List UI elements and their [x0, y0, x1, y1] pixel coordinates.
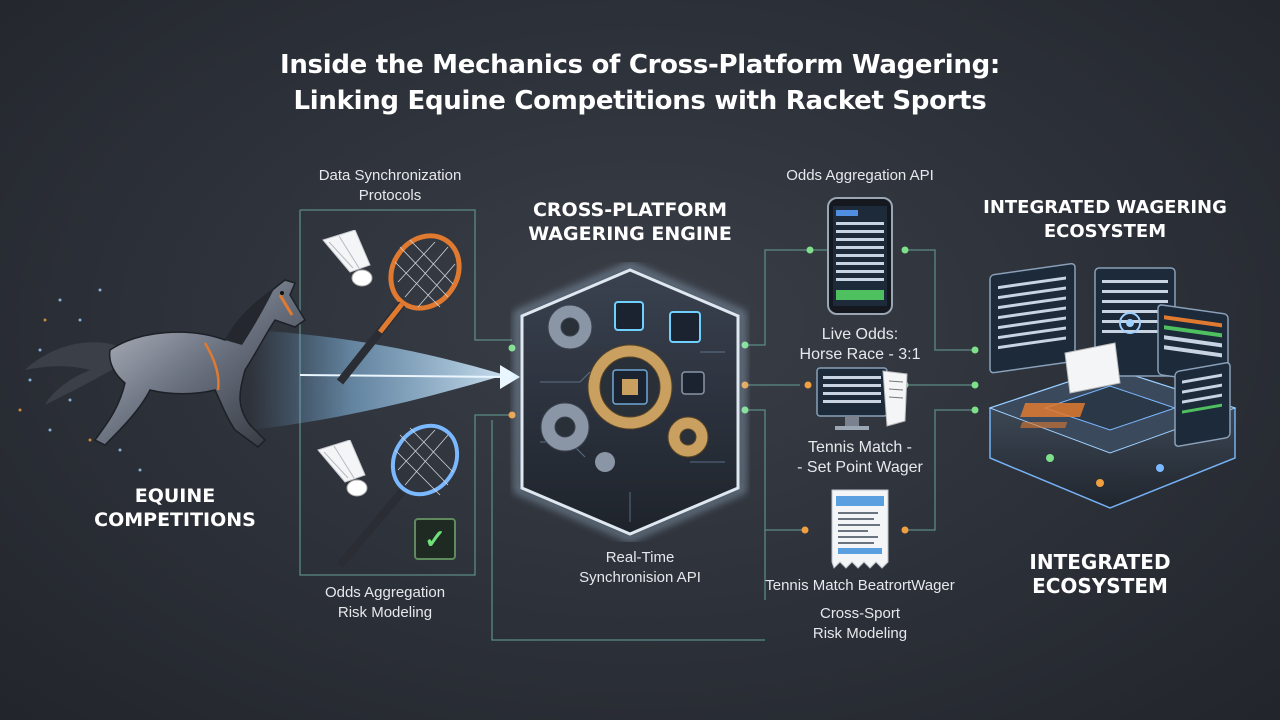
- horse-icon: [25, 279, 307, 448]
- odds-api-label: Odds Aggregation API: [786, 167, 934, 184]
- equine-competitions-label: EQUINE COMPETITIONS: [94, 485, 256, 531]
- shuttlecock-icon: [317, 440, 368, 497]
- title-line-1: Inside the Mechanics of Cross-Platform W…: [279, 50, 1001, 80]
- ecosystem-bottom-heading: INTEGRATED ECOSYSTEM: [1029, 550, 1171, 598]
- dashboard-icon: [988, 263, 1237, 509]
- wagering-engine: [514, 262, 746, 542]
- smartphone-icon: [827, 197, 893, 315]
- monitor-icon: [816, 367, 908, 430]
- racket-icon: [336, 423, 460, 568]
- title-line-2: Linking Equine Competitions with Racket …: [293, 86, 987, 116]
- ticket-icon: [831, 489, 889, 569]
- shuttlecock-icon: [322, 230, 373, 287]
- racket-icon: [336, 233, 462, 385]
- engine-heading: CROSS-PLATFORM WAGERING ENGINE: [528, 199, 732, 245]
- tennis-set-label: Tennis Match - - Set Point Wager: [797, 439, 923, 476]
- checkmark-icon: ✓: [414, 518, 456, 560]
- live-odds-label: Live Odds: Horse Race - 3:1: [799, 326, 921, 363]
- odds-risk-label: Odds Aggregation Risk Modeling: [324, 584, 446, 621]
- cross-sport-label: Cross-Sport Risk Modeling: [812, 605, 908, 642]
- sync-protocols-label: Data Synchronization Protocols: [318, 167, 462, 204]
- gear-icon: [547, 304, 593, 350]
- ecosystem-top-heading: INTEGRATED WAGERING ECOSYSTEM: [983, 197, 1227, 242]
- tennis-beat-label: Tennis Match BeatrortWager: [765, 577, 955, 594]
- realtime-api-label: Real-Time Synchronision API: [579, 549, 701, 586]
